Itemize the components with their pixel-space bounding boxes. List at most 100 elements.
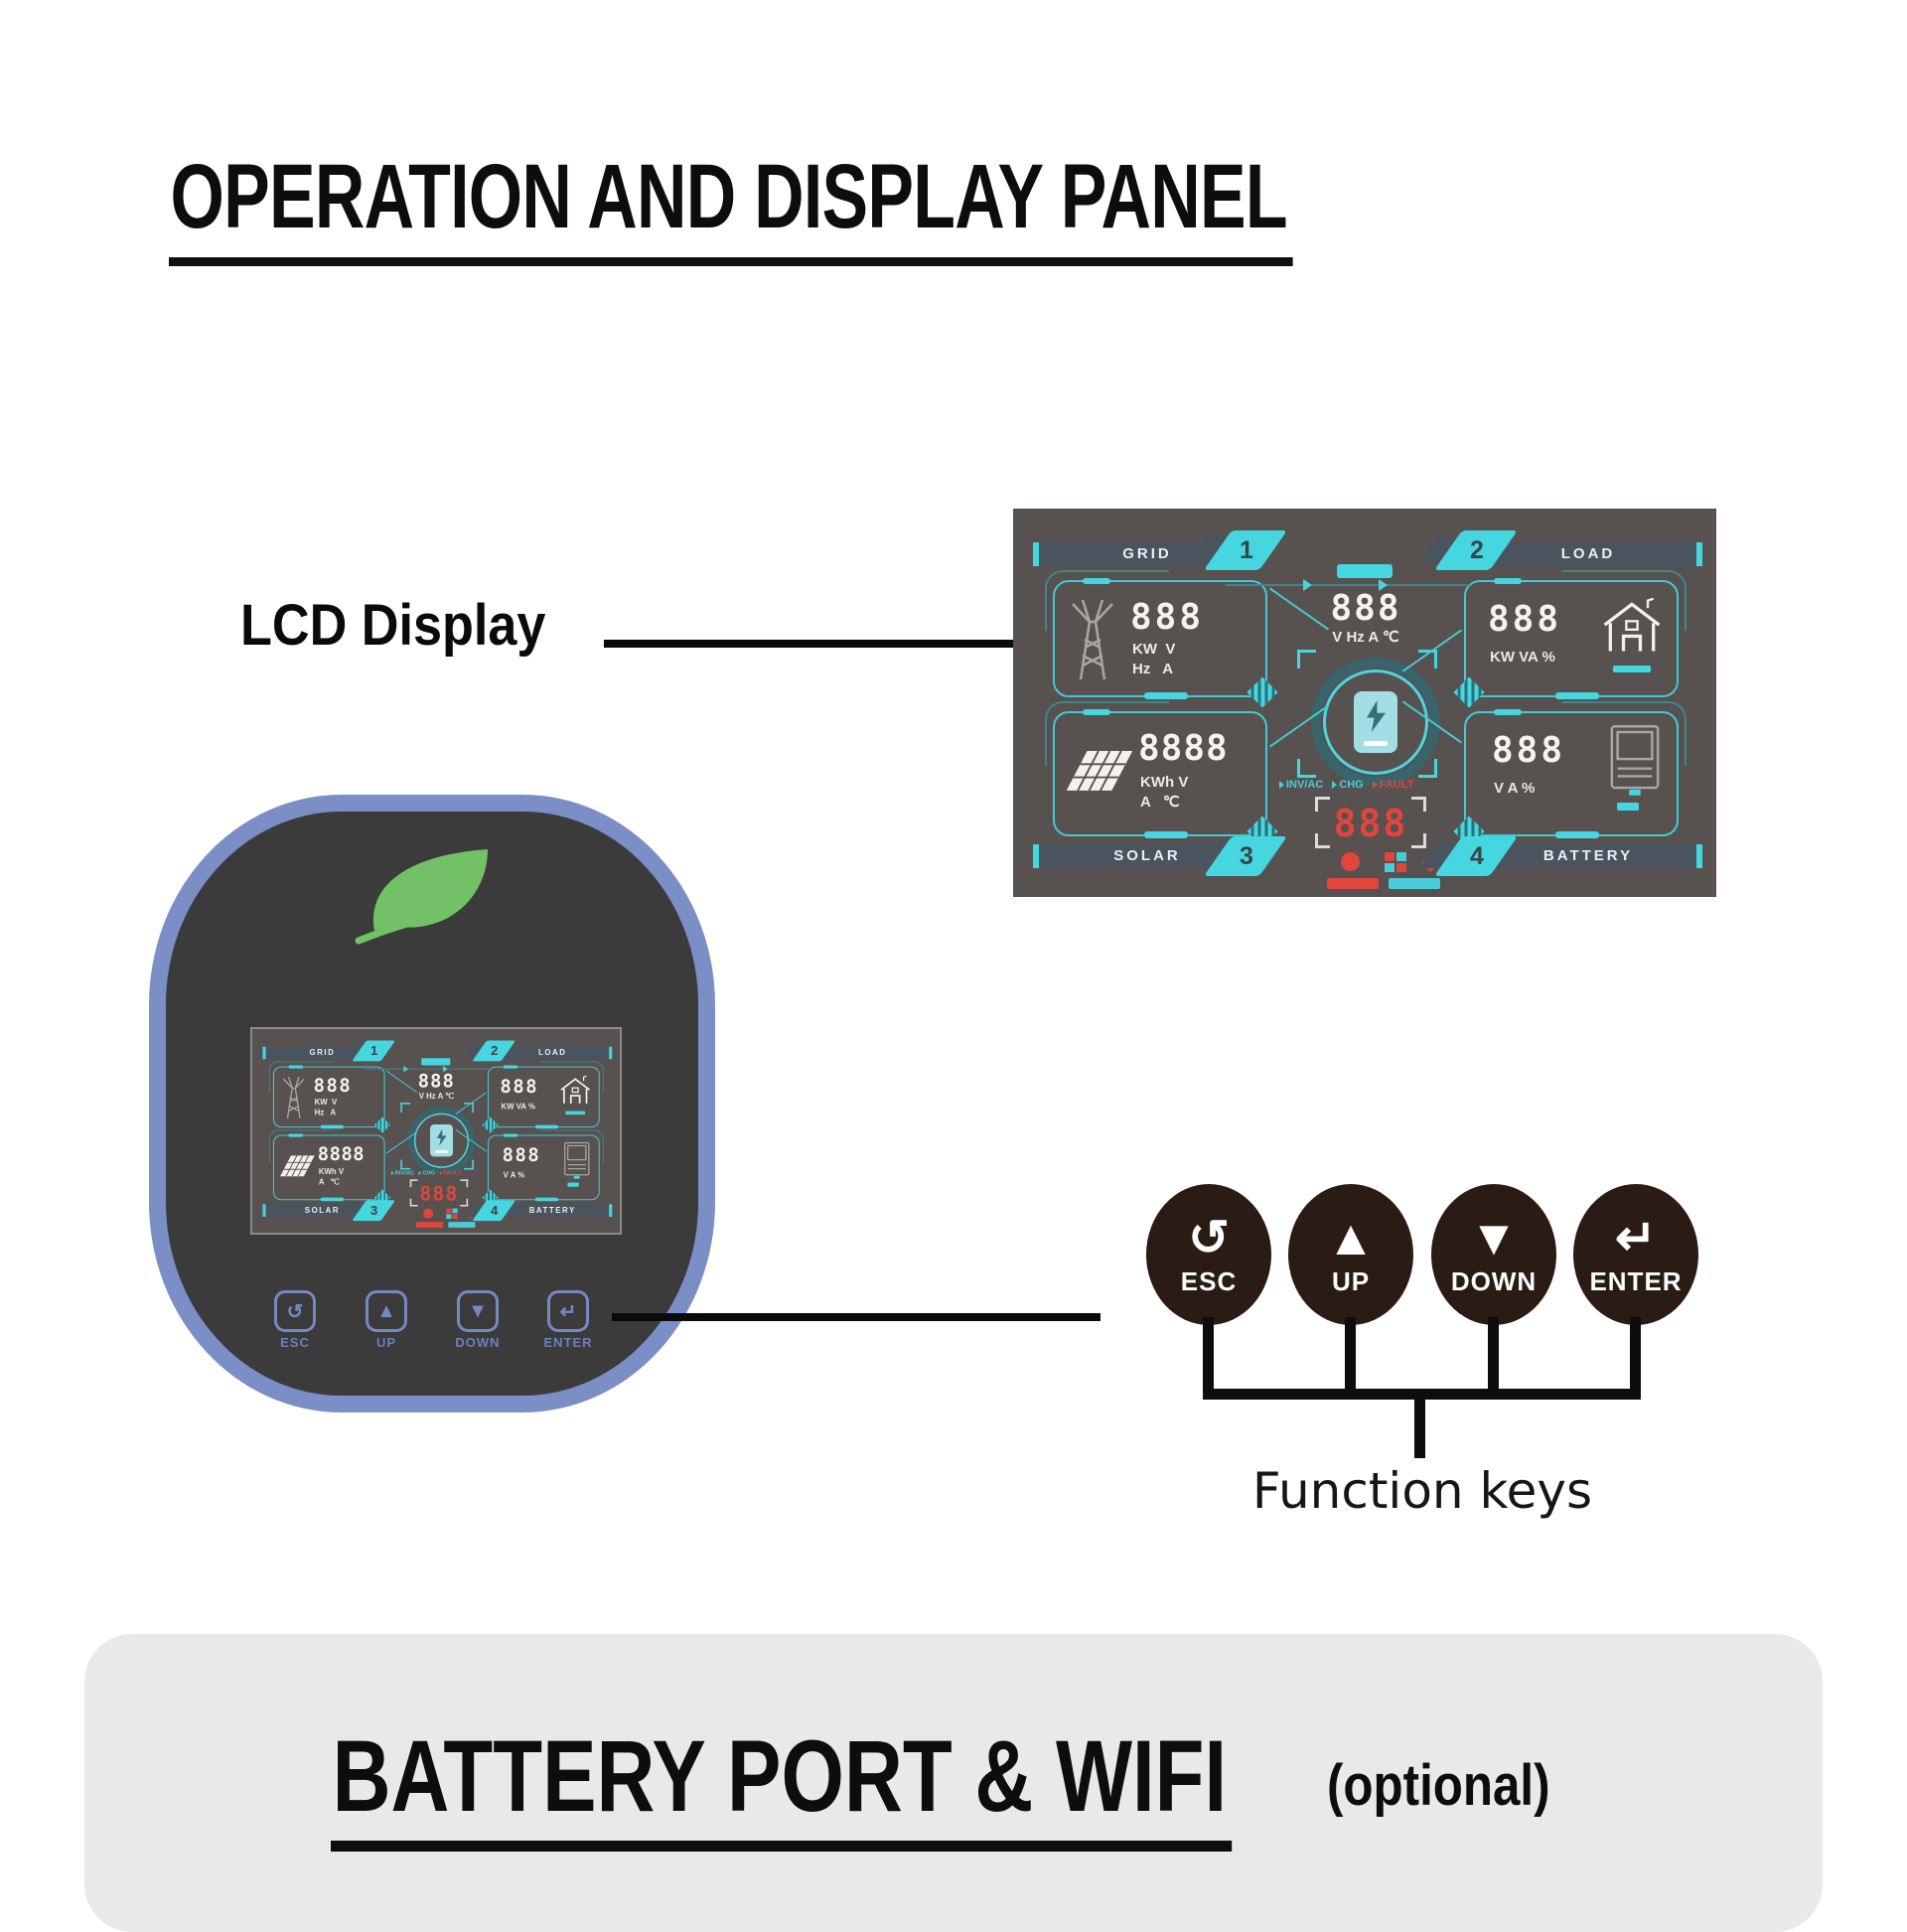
alarm-icon [423,1208,434,1219]
grid-badge-number: 1 [370,1043,378,1059]
power-pylon-icon [1065,596,1120,686]
battery-stat-box: 888 V A % [482,1129,604,1206]
function-key-esc[interactable]: ↺ ESC [1146,1184,1271,1325]
teal-dash [288,1133,304,1137]
teal-accent-bar [1617,803,1639,811]
ring-corner-bracket [400,1103,411,1114]
chg-indicator: CHG [1332,779,1363,791]
inverter-icon [430,1124,454,1157]
lcd-display-label: LCD Display [240,593,546,658]
inverter-icon [1354,691,1397,753]
grid-digits: 888 [1130,597,1205,638]
center-badge-pill [421,1058,451,1066]
device-enter-button[interactable]: ↵ ENTER [533,1290,603,1350]
solar-panel-icon [277,1150,317,1183]
battery-digits: 888 [502,1144,541,1166]
esc-icon-glyph: ↺ [286,1300,304,1323]
battery-port-wifi-section [84,1634,1823,1932]
teal-accent-bar [567,1182,579,1187]
device-esc-button[interactable]: ↺ ESC [260,1290,330,1350]
load-label: LOAD [1560,545,1616,562]
function-key-esc-label: ESC [1180,1265,1238,1296]
lightning-bolt-icon [1367,700,1386,732]
arrowhead-icon [403,1066,409,1073]
function-key-down-label: DOWN [1450,1265,1538,1296]
bracket-stem [1203,1317,1214,1395]
ring-corner-bracket [463,1159,474,1170]
battery-badge-number: 4 [491,1203,499,1219]
fault-code-display: 888 [1315,797,1426,848]
load-badge: 2 [464,1040,516,1062]
triangle-up-icon: ▲ [366,1290,407,1332]
solar-badge-number: 3 [1240,842,1253,870]
battery-units: V A % [1494,780,1536,797]
solar-panel-icon [1061,741,1136,804]
return-arrow-icon: ↵ [1615,1209,1657,1265]
teal-dash [535,1197,558,1202]
grid-units-line1: KW V [1132,641,1176,658]
load-digits: 888 [1488,599,1562,640]
bracket-corner [409,1198,418,1207]
teal-dash [1555,692,1599,699]
teal-dash [1144,692,1188,699]
function-key-down[interactable]: ▼ DOWN [1431,1184,1556,1325]
bracket-stem [1630,1317,1641,1395]
solar-units-line2: A ℃ [318,1177,340,1187]
esc-loop-icon: ↺ [1188,1209,1230,1265]
teal-status-pill [1389,878,1440,889]
battery-port-wifi-title: BATTERY PORT & WIFI [331,1718,1457,1852]
solar-label: SOLAR [304,1206,341,1215]
device-up-button[interactable]: ▲ UP [352,1290,421,1350]
teal-dash [1083,578,1110,584]
function-key-enter[interactable]: ↵ ENTER [1573,1184,1698,1325]
arrowhead-icon [1379,579,1388,591]
bracket-corner [1411,833,1426,848]
teal-dash [503,1065,518,1069]
return-arrow-icon: ↵ [547,1290,589,1332]
grid-units-line2: Hz A [1132,661,1174,678]
ring-corner-bracket [1297,650,1316,669]
esc-loop-icon: ↺ [274,1290,316,1332]
leaf-logo-icon [355,839,504,949]
status-indicator-row: INV/AC CHG FAULT [391,1170,501,1176]
device-down-button[interactable]: ▼ DOWN [443,1290,513,1350]
corner-diamond-decoration [482,1116,499,1133]
solar-units-line1: KWh V [318,1167,345,1177]
teal-dash [320,1124,344,1129]
arrowhead-icon [1303,579,1312,591]
solar-units-line2: A ℃ [1140,794,1180,812]
grid-units-line2: Hz A [314,1108,337,1117]
corner-diamond-decoration [1247,676,1278,708]
teal-dash [1494,578,1522,584]
function-key-up[interactable]: ▲ UP [1288,1184,1413,1325]
bracket-center-stem [1414,1395,1425,1458]
grid-units-line1: KW V [314,1098,338,1108]
solar-units-line1: KWh V [1140,774,1189,791]
fault-code-display: 888 [409,1179,469,1207]
battery-label: BATTERY [528,1206,576,1215]
battery-cabinet-icon [1607,721,1663,806]
triangle-down-icon: ▼ [1469,1209,1519,1265]
fault-indicator: FAULT [440,1170,461,1176]
bracket-bar [1203,1389,1641,1400]
teal-dash [320,1197,344,1202]
battery-units: V A % [503,1170,525,1180]
triangle-down-icon: ▼ [457,1290,499,1332]
center-units: V Hz A ℃ [1332,629,1399,646]
fault-digits: 888 [419,1181,459,1205]
battery-label: BATTERY [1542,847,1634,864]
power-pylon-icon [279,1075,308,1122]
device-enter-label: ENTER [543,1335,593,1350]
function-keys-label: Function keys [1251,1462,1593,1520]
device-esc-label: ESC [280,1335,310,1350]
teal-dash [1494,709,1522,715]
solar-units: KWh V A ℃ [1140,773,1188,814]
solar-label: SOLAR [1113,847,1181,864]
load-badge-number: 2 [1470,536,1484,564]
optional-note: (optional) [1327,1753,1550,1818]
red-status-pill [1327,878,1379,889]
